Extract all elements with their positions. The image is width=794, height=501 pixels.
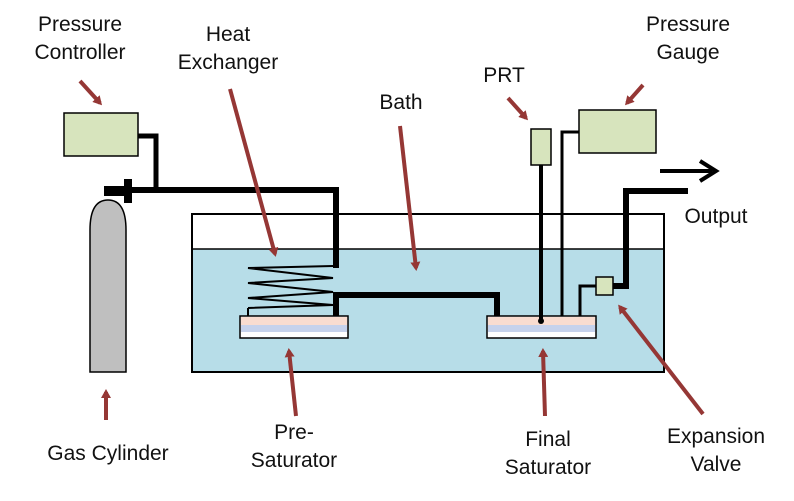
controller-pipe: [138, 133, 159, 190]
saturator-outlet-pipe: [578, 284, 596, 316]
label-prt: PRT: [483, 64, 525, 87]
label-bath: Bath: [379, 91, 423, 114]
arrow-pressure-controller: [78, 79, 103, 106]
output-arrow-head: [698, 159, 720, 183]
expansion-valve-body: [595, 276, 614, 296]
arrow-final-saturator: [538, 348, 549, 417]
arrow-prt: [506, 96, 529, 121]
gas-cylinder: [89, 199, 127, 373]
label-gas-cylinder: Gas Cylinder: [47, 442, 169, 465]
pressure-gauge-box: [578, 109, 657, 154]
pre-saturator-layer-top: [241, 317, 347, 325]
label-heat-exchanger: Heat Exchanger: [177, 23, 279, 74]
label-pressure-controller: Pressure Controller: [34, 13, 126, 64]
supply-pipe: [126, 187, 339, 268]
connecting-pipe: [333, 292, 500, 316]
pre-saturator-layer-bottom: [241, 325, 347, 332]
gauge-line: [560, 130, 579, 316]
arrow-bath: [398, 125, 421, 271]
cylinder-neck: [104, 186, 126, 196]
pressure-controller-box: [63, 112, 139, 157]
arrow-expansion-valve: [618, 304, 705, 416]
prt-probe-head: [530, 128, 552, 166]
arrow-heat-exchanger: [228, 88, 279, 257]
heat-exchanger-coil: [247, 265, 334, 309]
final-saturator-layer-bottom: [488, 325, 595, 332]
prt-probe-tip: [538, 318, 544, 324]
label-final-saturator: Final Saturator: [504, 428, 592, 479]
output-pipe: [613, 188, 688, 289]
arrow-pressure-gauge: [625, 83, 645, 106]
label-expansion-valve: Expansion Valve: [666, 425, 766, 476]
arrow-pre-saturator: [284, 348, 298, 417]
label-output: Output: [684, 205, 748, 228]
bath-water: [193, 249, 663, 371]
label-pre-saturator: Pre- Saturator: [250, 421, 338, 472]
label-pressure-gauge: Pressure Gauge: [645, 13, 731, 64]
